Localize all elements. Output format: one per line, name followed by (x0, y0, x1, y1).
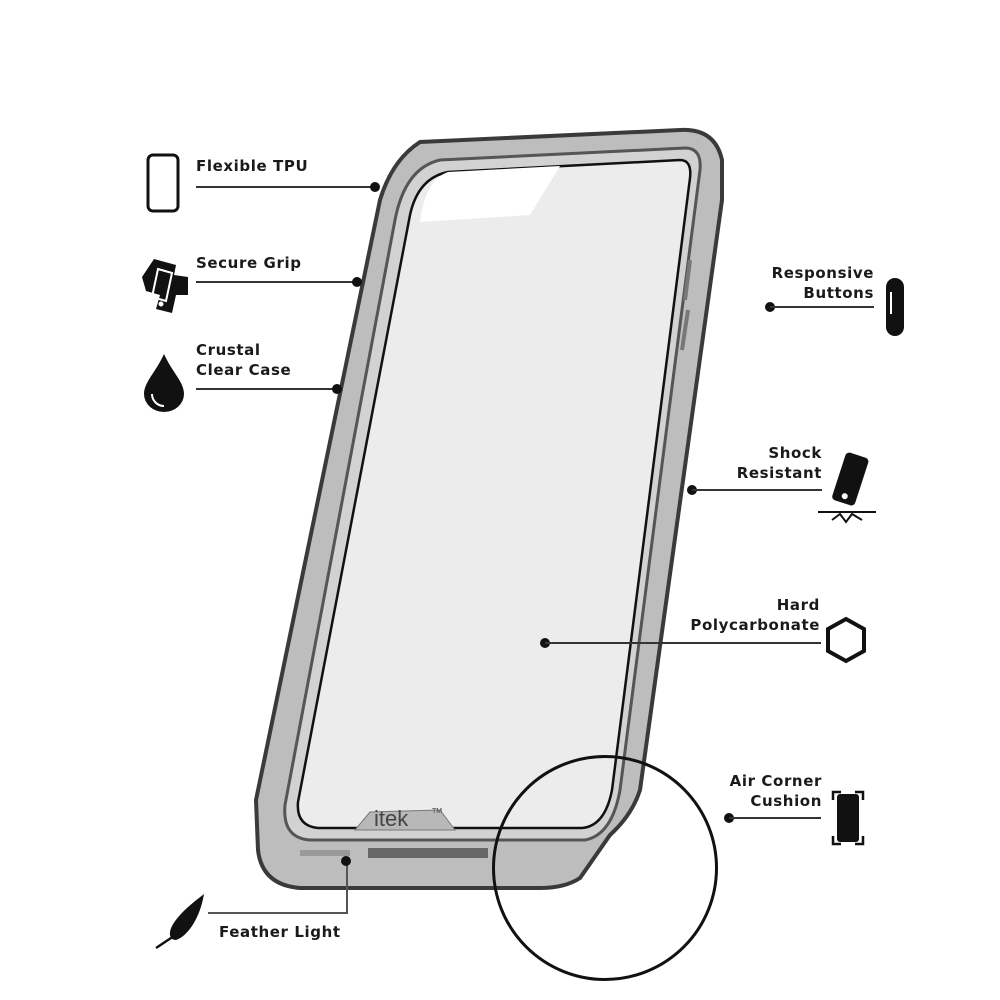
callout-line-responsive-buttons (770, 306, 874, 308)
phone-outline-icon (146, 153, 180, 213)
hand-holding-phone-icon (136, 255, 192, 315)
side-button-icon (884, 276, 906, 338)
callout-line-feather-light (208, 912, 348, 914)
phone-corners-icon (830, 788, 866, 848)
water-drop-icon (142, 352, 186, 412)
callout-line-hard-polycarbonate (545, 642, 821, 644)
feature-label-crystal-clear-line2: Clear Case (196, 361, 292, 379)
feature-label-feather-light: Feather Light (219, 923, 341, 941)
callout-dot-crystal-clear (332, 384, 342, 394)
falling-phone-impact-icon (818, 450, 878, 530)
feature-label-responsive-buttons-line2: Buttons (803, 284, 874, 302)
callout-line-secure-grip (196, 281, 356, 283)
callout-line-shock-resistant (692, 489, 822, 491)
callout-dot-secure-grip (352, 277, 362, 287)
feature-label-shock-resistant-line2: Resistant (736, 464, 822, 482)
hexagon-icon (824, 616, 868, 664)
feature-label-hard-polycarbonate-line2: Polycarbonate (690, 616, 820, 634)
feature-label-responsive-buttons-line1: Responsive (771, 264, 874, 282)
feature-label-secure-grip: Secure Grip (196, 254, 302, 272)
callout-line-feather-light-vertical (346, 862, 348, 914)
feature-label-air-corner-line2: Cushion (750, 792, 822, 810)
feature-label-hard-polycarbonate-line1: Hard (776, 596, 820, 614)
callout-line-air-corner (729, 817, 821, 819)
feature-label-shock-resistant-line1: Shock (768, 444, 822, 462)
brand-trademark: TM (432, 808, 443, 815)
callout-line-crystal-clear (196, 388, 336, 390)
feather-icon (154, 892, 210, 950)
brand-logo: itek (374, 806, 409, 831)
corner-highlight-circle (492, 755, 718, 981)
feature-label-flexible-tpu: Flexible TPU (196, 157, 309, 175)
feature-label-air-corner-line1: Air Corner (729, 772, 822, 790)
feature-label-crystal-clear-line1: Crustal (196, 341, 261, 359)
callout-dot-feather-light (341, 856, 351, 866)
callout-line-flexible-tpu (196, 186, 374, 188)
callout-dot-flexible-tpu (370, 182, 380, 192)
